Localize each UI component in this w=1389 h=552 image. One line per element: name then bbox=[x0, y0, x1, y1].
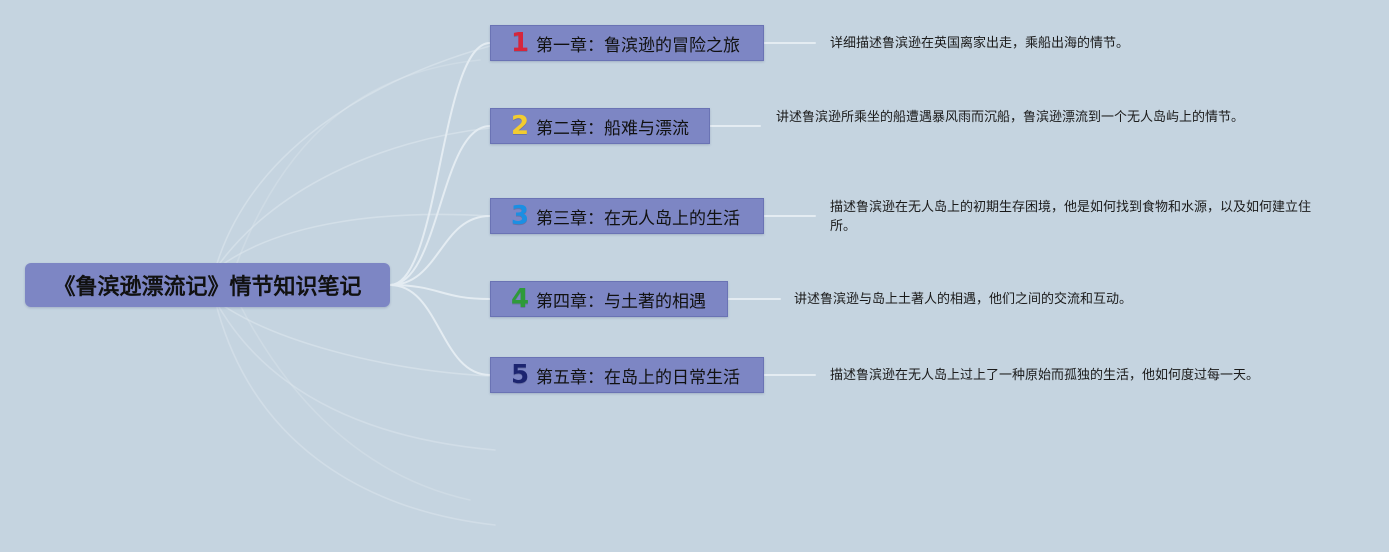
chapter-description-5: 描述鲁滨逊在无人岛上过上了一种原始而孤独的生活，他如何度过每一天。 bbox=[830, 368, 1260, 383]
chapter-description-3: 描述鲁滨逊在无人岛上的初期生存困境，他是如何找到食物和水源，以及如何建立住所。 bbox=[830, 200, 1312, 234]
chapter-number-5: 5 bbox=[510, 360, 530, 390]
chapter-node-3[interactable]: 3 第三章：在无人岛上的生活 bbox=[490, 198, 764, 234]
chapter-number-3: 3 bbox=[510, 201, 530, 231]
chapter-description-4: 讲述鲁滨逊与岛上土著人的相遇，他们之间的交流和互动。 bbox=[794, 292, 1133, 307]
chapter-node-2[interactable]: 2 第二章：船难与漂流 bbox=[490, 108, 710, 144]
chapter-number-4: 4 bbox=[510, 284, 530, 314]
chapter-number-2: 2 bbox=[510, 111, 530, 141]
chapter-title-1: 第一章：鲁滨逊的冒险之旅 bbox=[536, 35, 740, 56]
chapter-description-1: 详细描述鲁滨逊在英国离家出走，乘船出海的情节。 bbox=[830, 36, 1130, 51]
chapter-title-4: 第四章：与土著的相遇 bbox=[536, 291, 706, 312]
chapter-node-1[interactable]: 1 第一章：鲁滨逊的冒险之旅 bbox=[490, 25, 764, 61]
root-topic[interactable]: 《鲁滨逊漂流记》情节知识笔记 bbox=[25, 263, 390, 307]
chapter-number-1: 1 bbox=[510, 28, 530, 58]
chapter-title-2: 第二章：船难与漂流 bbox=[536, 118, 689, 139]
chapter-title-5: 第五章：在岛上的日常生活 bbox=[536, 367, 740, 388]
chapter-node-5[interactable]: 5 第五章：在岛上的日常生活 bbox=[490, 357, 764, 393]
chapter-title-3: 第三章：在无人岛上的生活 bbox=[536, 208, 740, 229]
chapter-node-4[interactable]: 4 第四章：与土著的相遇 bbox=[490, 281, 728, 317]
chapter-description-2: 讲述鲁滨逊所乘坐的船遭遇暴风雨而沉船，鲁滨逊漂流到一个无人岛屿上的情节。 bbox=[776, 110, 1245, 125]
root-title: 《鲁滨逊漂流记》情节知识笔记 bbox=[53, 275, 362, 300]
